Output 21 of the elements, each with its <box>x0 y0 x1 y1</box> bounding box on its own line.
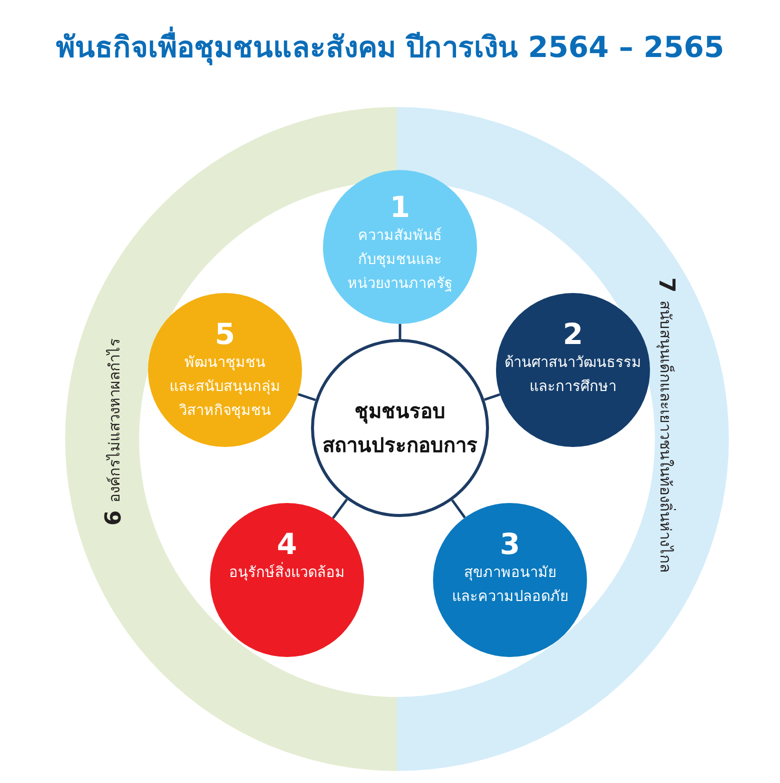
connector-line <box>398 324 402 339</box>
connector-line <box>332 498 348 519</box>
connector-line <box>451 499 466 518</box>
node-text: อนุรักษ์สิ่งแวดล้อม <box>217 561 357 585</box>
node-text: ด้านศาสนาวัฒนธรรมและการศึกษา <box>504 354 642 397</box>
number-label: 7 <box>654 277 678 293</box>
number-label: 1 <box>390 190 410 224</box>
title: พันธกิจเพื่อชุมชนและสังคม ปีการเงิน 2564 – 2565 <box>56 28 724 66</box>
number-label: 2 <box>562 317 584 351</box>
band-text: สนับสนุนเด็กและเยาวชนในท้องถิ่นห่างไกล <box>655 300 677 573</box>
node-text: สุขภาพอนามัยและความปลอดภัย <box>451 564 569 607</box>
hub-text: ชุมชนรอบสถานประกอบการ <box>322 398 478 459</box>
band-text: องค์กรไม่แสวงหาผลกำไร <box>104 338 124 502</box>
number-label: 4 <box>276 527 298 561</box>
number-label: 6 <box>102 510 126 526</box>
node-text: ความสัมพันธ์กับชุมชนและหน่วยงานภาครัฐ <box>346 226 454 294</box>
node-text: พัฒนาชุมชนและสนับสนุนกลุ่มวิสาหกิจชุมชน <box>168 354 282 421</box>
connector-line <box>298 393 316 402</box>
connector-line <box>484 393 500 401</box>
number-label: 5 <box>214 317 236 351</box>
number-label: 3 <box>500 527 520 561</box>
